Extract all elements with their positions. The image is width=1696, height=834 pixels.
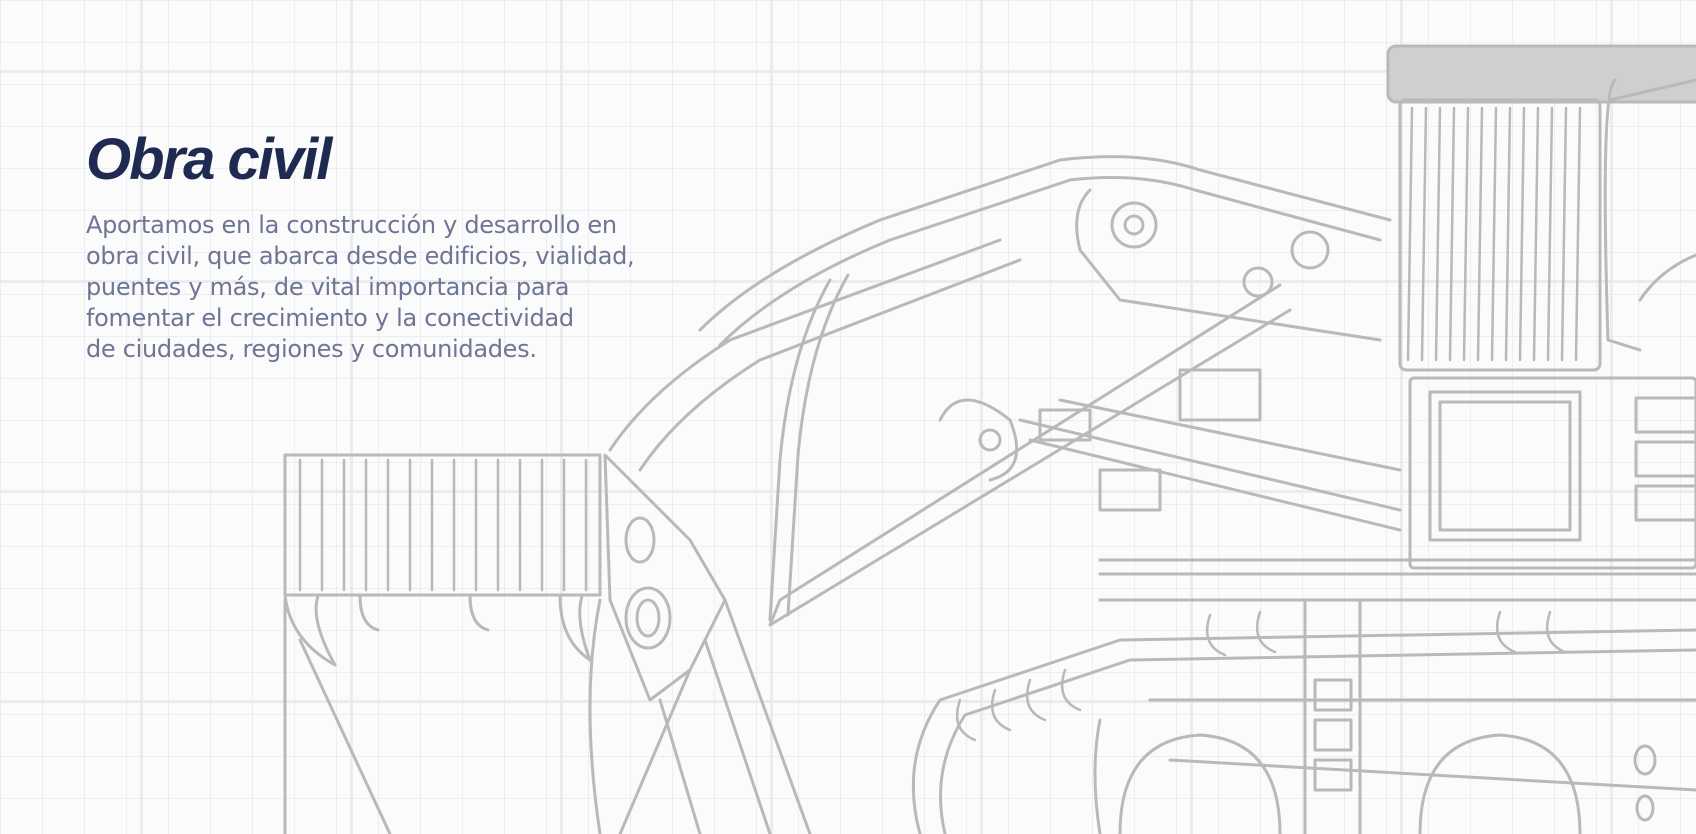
hero-description: Aportamos en la construcción y desarroll…: [86, 210, 746, 365]
description-line: Aportamos en la construcción y desarroll…: [86, 211, 617, 239]
description-line: fomentar el crecimiento y la conectivida…: [86, 304, 574, 332]
page-title: Obra civil: [86, 127, 332, 192]
description-line: de ciudades, regiones y comunidades.: [86, 335, 537, 363]
description-line: puentes y más, de vital importancia para: [86, 273, 570, 301]
hero-text-block: Obra civil Aportamos en la construcción …: [86, 126, 746, 365]
description-line: obra civil, que abarca desde edificios, …: [86, 242, 635, 270]
